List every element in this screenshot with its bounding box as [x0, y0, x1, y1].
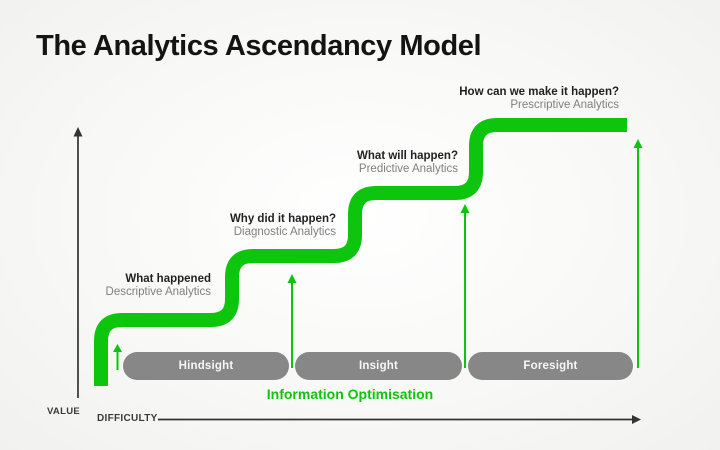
growth-arrow-hindsight — [113, 344, 122, 370]
step-prescriptive: How can we make it happen? Prescriptive … — [459, 86, 619, 112]
step-predictive: What will happen? Predictive Analytics — [357, 150, 458, 176]
stage-pill-insight: Insight — [295, 352, 462, 380]
step-question: What will happen? — [357, 150, 458, 162]
stage-pill-label: Hindsight — [178, 360, 234, 372]
growth-arrow-prescriptive — [633, 139, 643, 368]
page-title: The Analytics Ascendancy Model — [36, 30, 482, 62]
step-diagnostic: Why did it happen? Diagnostic Analytics — [230, 213, 336, 239]
step-category: Descriptive Analytics — [105, 286, 211, 298]
stage-pill-hindsight: Hindsight — [123, 352, 289, 380]
step-category: Predictive Analytics — [358, 163, 458, 175]
step-category: Diagnostic Analytics — [233, 226, 336, 238]
stage-pill-label: Foresight — [523, 360, 578, 372]
information-optimisation-label: Information Optimisation — [266, 386, 434, 402]
stage-pill-label: Insight — [358, 360, 399, 372]
growth-arrow-foresight — [460, 204, 470, 368]
step-question: Why did it happen? — [229, 213, 336, 225]
step-descriptive: What happened Descriptive Analytics — [106, 273, 211, 299]
value-axis-label: VALUE — [47, 406, 80, 417]
difficulty-axis-label: DIFFICULTY — [97, 413, 158, 424]
step-question: What happened — [125, 273, 211, 285]
value-axis — [73, 127, 83, 398]
growth-arrow-insight — [287, 274, 297, 368]
staircase-curve — [94, 118, 627, 386]
stage-pill-foresight: Foresight — [468, 352, 633, 380]
step-question: How can we make it happen? — [459, 86, 619, 98]
difficulty-axis — [158, 415, 641, 424]
step-category: Prescriptive Analytics — [510, 99, 619, 111]
